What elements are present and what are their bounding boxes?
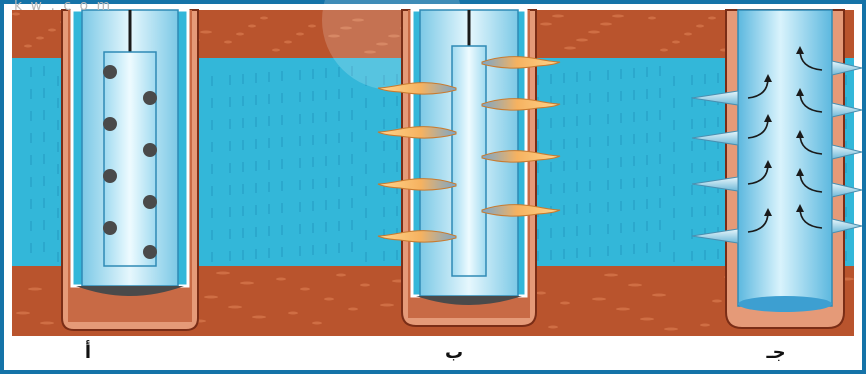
rock-speck [236,33,244,36]
rock-speck [48,29,56,32]
rock-speck [252,316,266,319]
rock-speck [276,278,286,281]
rock-speck [604,274,618,277]
rock-speck [28,288,42,291]
rock-speck [260,17,268,20]
rock-speck [696,25,704,28]
rock-speck [552,15,564,18]
rock-speck [16,312,30,315]
rock-speck [360,284,370,287]
rock-speck [24,45,32,48]
shaped-charge [143,245,157,259]
rock-speck [616,308,630,311]
rock-speck [600,23,612,26]
shaped-charge [103,65,117,79]
rock-speck [216,272,230,275]
panel-a-label: أ [68,338,108,368]
rock-speck [660,49,668,52]
water-bottom [738,296,832,312]
rock-speck [564,47,576,50]
rock-speck [204,296,218,299]
rock-speck [380,304,394,307]
rock-speck [288,312,298,315]
perforating-gun [452,46,486,276]
shaped-charge [143,143,157,157]
rock-speck [228,306,242,309]
rock-speck [272,49,280,52]
rock-speck [708,17,716,20]
watermark-text: k w . c o m [14,0,112,14]
rock-speck [548,326,558,329]
rock-speck [296,33,304,36]
shaped-charge [103,221,117,235]
rock-speck [200,31,212,34]
panel-c-label: جـ [756,338,796,368]
rock-speck [224,41,232,44]
rock-speck [312,322,322,325]
rock-speck [652,294,666,297]
rock-speck [648,17,656,20]
rock-speck [248,25,256,28]
rock-speck [300,288,310,291]
rock-speck [40,322,54,325]
rock-speck [308,25,316,28]
rock-speck [324,298,334,301]
panel-a-well [62,10,198,330]
rock-speck [348,308,358,311]
rock-speck [712,300,722,303]
rock-speck [560,302,570,305]
rock-speck [240,282,254,285]
casing [738,10,832,306]
rock-speck [336,274,346,277]
panel-b-label: ب [434,338,474,368]
rock-speck [672,41,680,44]
shaped-charge [143,91,157,105]
rock-speck [664,328,678,331]
shaped-charge [143,195,157,209]
rock-speck [536,292,546,295]
rock-speck [588,31,600,34]
panel-b-well [378,10,560,326]
rock-speck [700,324,710,327]
rock-speck [36,37,44,40]
rock-speck [612,15,624,18]
label-strip [12,336,854,368]
shaped-charge [103,169,117,183]
rock-speck [540,23,552,26]
rock-speck [576,39,588,42]
rock-speck [640,318,654,321]
rock-speck [284,41,292,44]
shaped-charge [103,117,117,131]
rock-speck [628,284,642,287]
rock-speck [592,298,606,301]
rock-speck [684,33,692,36]
